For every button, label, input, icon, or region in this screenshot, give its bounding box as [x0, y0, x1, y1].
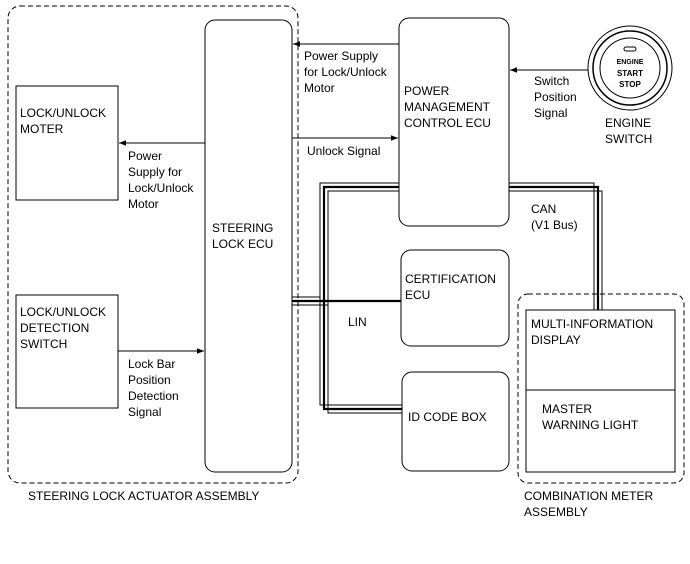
engine-button-text-line3: STOP: [619, 80, 641, 89]
switch-position-label-line3: Signal: [534, 106, 567, 120]
power-supply-motor-label-line1: Power: [128, 149, 162, 163]
detection-switch-label-line2: DETECTION: [20, 321, 89, 335]
lock-bar-label-line4: Signal: [128, 405, 161, 419]
multi-information-display-label-line1: MULTI-INFORMATION: [531, 317, 653, 331]
id-code-box-block: [401, 371, 510, 472]
power-supply-motor-label-line4: Motor: [128, 197, 159, 211]
multi-information-display-block: [525, 309, 676, 391]
engine-button-text-line2: START: [617, 69, 643, 78]
power-supply-motor-label-line3: Lock/Unlock: [128, 181, 194, 195]
certification-ecu-label-line2: ECU: [405, 288, 430, 302]
master-warning-light-block: [525, 389, 676, 473]
lock-bar-label-line3: Detection: [128, 389, 179, 403]
lin-bus-label: LIN: [348, 315, 367, 329]
id-code-box-label: ID CODE BOX: [408, 410, 487, 424]
switch-position-label-line1: Switch: [534, 74, 569, 88]
master-warning-light-label-line2: WARNING LIGHT: [542, 418, 639, 432]
lock-bar-label-line1: Lock Bar: [128, 357, 175, 371]
lock-bar-label-line2: Position: [128, 373, 171, 387]
lock-unlock-motor-label-line1: LOCK/UNLOCK: [20, 106, 106, 120]
combination-meter-assembly-label-line1: COMBINATION METER: [524, 489, 653, 503]
can-bus-label-line1: CAN: [531, 202, 556, 216]
steering-lock-actuator-assembly-label: STEERING LOCK ACTUATOR ASSEMBLY: [28, 489, 259, 503]
lock-unlock-motor-block: [15, 85, 119, 201]
switch-position-label-line2: Position: [534, 90, 577, 104]
engine-switch-label-line2: SWITCH: [605, 132, 652, 146]
power-management-ecu-label-line3: CONTROL ECU: [404, 116, 491, 130]
steering-lock-actuator-assembly-outline: [7, 5, 299, 484]
power-supply-top-label-line3: Motor: [304, 81, 335, 95]
can-bus-lines: [292, 182, 603, 312]
certification-ecu-label-line1: CERTIFICATION: [405, 272, 496, 286]
detection-switch-label-line1: LOCK/UNLOCK: [20, 305, 106, 319]
multi-information-display-label-line2: DISPLAY: [531, 333, 581, 347]
power-supply-motor-label-line2: Supply for: [128, 165, 182, 179]
steering-lock-ecu-block: [204, 19, 293, 473]
steering-lock-ecu-label-line1: STEERING: [212, 221, 273, 235]
engine-start-stop-button-icon: ENGINE START STOP: [587, 25, 673, 111]
power-supply-top-label-line2: for Lock/Unlock: [304, 65, 388, 79]
master-warning-light-label-line1: MASTER: [542, 402, 592, 416]
detection-switch-label-line3: SWITCH: [20, 337, 67, 351]
power-supply-top-label-line1: Power Supply: [304, 49, 378, 63]
power-management-ecu-label-line1: POWER: [404, 84, 450, 98]
power-management-ecu-label-line2: MANAGEMENT: [404, 100, 491, 114]
lock-unlock-motor-label-line2: MOTER: [20, 122, 64, 136]
steering-lock-ecu-label-line2: LOCK ECU: [212, 237, 273, 251]
power-management-ecu-block: [398, 17, 510, 227]
engine-button-text-line1: ENGINE: [617, 59, 644, 66]
can-bus-label-line2: (V1 Bus): [531, 218, 578, 232]
combination-meter-assembly-outline: [517, 293, 685, 484]
lin-bus-lines: [319, 297, 402, 414]
certification-ecu-block: [400, 249, 510, 347]
unlock-signal-label: Unlock Signal: [307, 144, 380, 158]
combination-meter-assembly-label-line2: ASSEMBLY: [524, 505, 588, 519]
engine-switch-label-line1: ENGINE: [605, 116, 651, 130]
